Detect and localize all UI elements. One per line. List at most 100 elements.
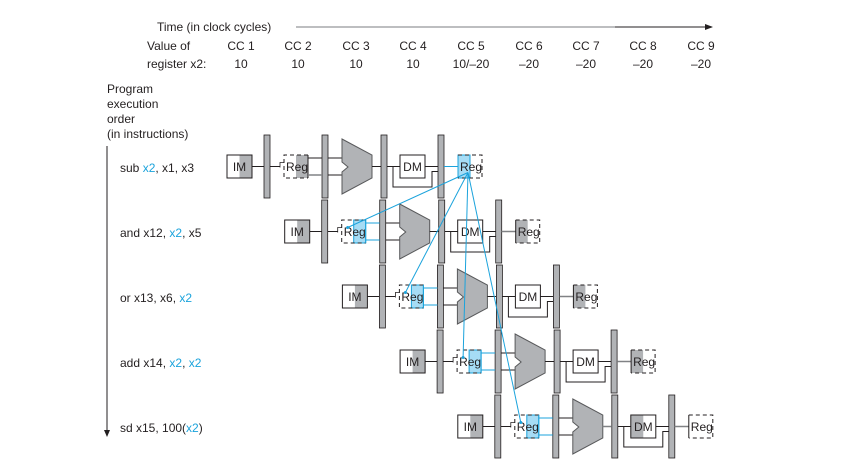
wire bbox=[337, 227, 342, 233]
pipeline-register bbox=[611, 394, 619, 459]
im-read-shade bbox=[470, 415, 483, 438]
alu-shape bbox=[341, 138, 373, 195]
clock-cycle-label: CC 6 bbox=[515, 39, 543, 53]
id-reg-label: Reg bbox=[459, 355, 481, 369]
dm-label: DM bbox=[403, 160, 422, 174]
register-file-dashed-edge bbox=[456, 349, 482, 374]
axis-label-line: (in instructions) bbox=[107, 127, 188, 141]
alu-shape bbox=[456, 268, 488, 325]
im-read-shade bbox=[239, 155, 252, 178]
pipeline-register bbox=[553, 329, 561, 394]
pipeline-register bbox=[263, 134, 271, 199]
dependency-line bbox=[462, 172, 469, 358]
axis-label-line: Program bbox=[107, 82, 153, 96]
wire bbox=[395, 292, 400, 298]
register-x2-highlight: x2 bbox=[169, 356, 182, 370]
dependency-endpoint bbox=[403, 291, 407, 294]
program-order-arrowhead bbox=[104, 430, 110, 437]
id-reg-label: Reg bbox=[401, 290, 423, 304]
register-value: 10 bbox=[406, 57, 420, 71]
im-label: IM bbox=[291, 225, 304, 239]
register-x2-highlight: x2 bbox=[169, 226, 182, 240]
dm-bypass-wire bbox=[450, 231, 496, 253]
register-x2-highlight: x2 bbox=[143, 161, 156, 175]
instruction-text: ) bbox=[199, 421, 203, 435]
pipeline-register bbox=[494, 394, 502, 459]
instruction-label: or x13, x6, x2 bbox=[120, 291, 192, 305]
register-file-dashed-edge bbox=[341, 219, 366, 244]
clock-cycle-label: CC 8 bbox=[629, 39, 657, 53]
register-file-dashed-edge bbox=[515, 219, 541, 244]
im-label: IM bbox=[406, 355, 419, 369]
dependency-endpoint bbox=[461, 356, 465, 359]
pipeline-register bbox=[668, 394, 676, 459]
register-value: –20 bbox=[576, 57, 596, 71]
register-value: 10 bbox=[349, 57, 363, 71]
clock-cycle-label: CC 2 bbox=[284, 39, 312, 53]
instruction-text: add x14, bbox=[120, 356, 169, 370]
dm-label: DM bbox=[461, 225, 480, 239]
pipeline-register bbox=[437, 134, 445, 199]
wb-reg-label: Reg bbox=[518, 225, 540, 239]
wire bbox=[510, 422, 515, 428]
dm-write-shade bbox=[630, 415, 644, 438]
pipeline-register bbox=[436, 264, 444, 329]
clock-cycle-label: CC 3 bbox=[342, 39, 370, 53]
register-value: –20 bbox=[519, 57, 539, 71]
value-label-line1: Value of bbox=[147, 39, 191, 53]
pipeline-register bbox=[438, 199, 446, 264]
register-x2-highlight: x2 bbox=[179, 291, 192, 305]
instruction-text: , x1, x3 bbox=[155, 161, 194, 175]
im-label: IM bbox=[348, 290, 361, 304]
dependency-line bbox=[404, 172, 469, 293]
dependency-line bbox=[347, 172, 469, 228]
instruction-text: or x13, x6, bbox=[120, 291, 179, 305]
instruction-text: , bbox=[182, 356, 189, 370]
axis-label-line: execution bbox=[107, 97, 158, 111]
wire bbox=[279, 162, 284, 168]
clock-cycle-label: CC 7 bbox=[572, 39, 600, 53]
alu-shape bbox=[399, 203, 431, 260]
clock-cycle-label: CC 4 bbox=[399, 39, 427, 53]
register-file-dashed-edge bbox=[283, 154, 308, 179]
register-file-dashed-edge bbox=[514, 414, 539, 439]
axis-label-line: order bbox=[107, 112, 135, 126]
wb-reg-write-shade bbox=[515, 220, 528, 243]
wire bbox=[452, 357, 458, 363]
register-x2-highlight: x2 bbox=[189, 356, 202, 370]
register-file-dashed-edge bbox=[573, 284, 598, 309]
instruction-text: sd x15, 100( bbox=[120, 421, 186, 435]
instruction-label: sub x2, x1, x3 bbox=[120, 161, 194, 175]
im-label: IM bbox=[464, 420, 477, 434]
pipeline-register bbox=[380, 134, 388, 199]
instruction-label: and x12, x2, x5 bbox=[120, 226, 202, 240]
register-value: –20 bbox=[691, 57, 711, 71]
pipeline-register bbox=[553, 264, 560, 329]
dependency-endpoint bbox=[519, 421, 523, 424]
wb-reg-label: Reg bbox=[460, 160, 482, 174]
register-file-dashed-edge bbox=[458, 154, 483, 179]
dependency-lines bbox=[346, 172, 523, 424]
im-label: IM bbox=[233, 160, 246, 174]
im-read-shade bbox=[354, 285, 368, 308]
wb-reg-write-shade bbox=[573, 285, 586, 308]
dm-label: DM bbox=[576, 355, 595, 369]
pipeline-register bbox=[495, 199, 503, 264]
dm-bypass-wire bbox=[507, 296, 554, 318]
register-value: 10 bbox=[291, 57, 305, 71]
dm-bypass-wire bbox=[623, 426, 669, 448]
program-order-label: Program execution order (in instructions… bbox=[107, 82, 188, 141]
pipeline-register bbox=[321, 199, 329, 264]
instruction-label: add x14, x2, x2 bbox=[120, 356, 202, 370]
dependency-line bbox=[467, 172, 522, 423]
pipeline-register bbox=[552, 394, 560, 459]
register-file-dashed-edge bbox=[398, 284, 424, 309]
instruction-text: sub bbox=[120, 161, 143, 175]
id-reg-read-shade bbox=[296, 155, 308, 178]
